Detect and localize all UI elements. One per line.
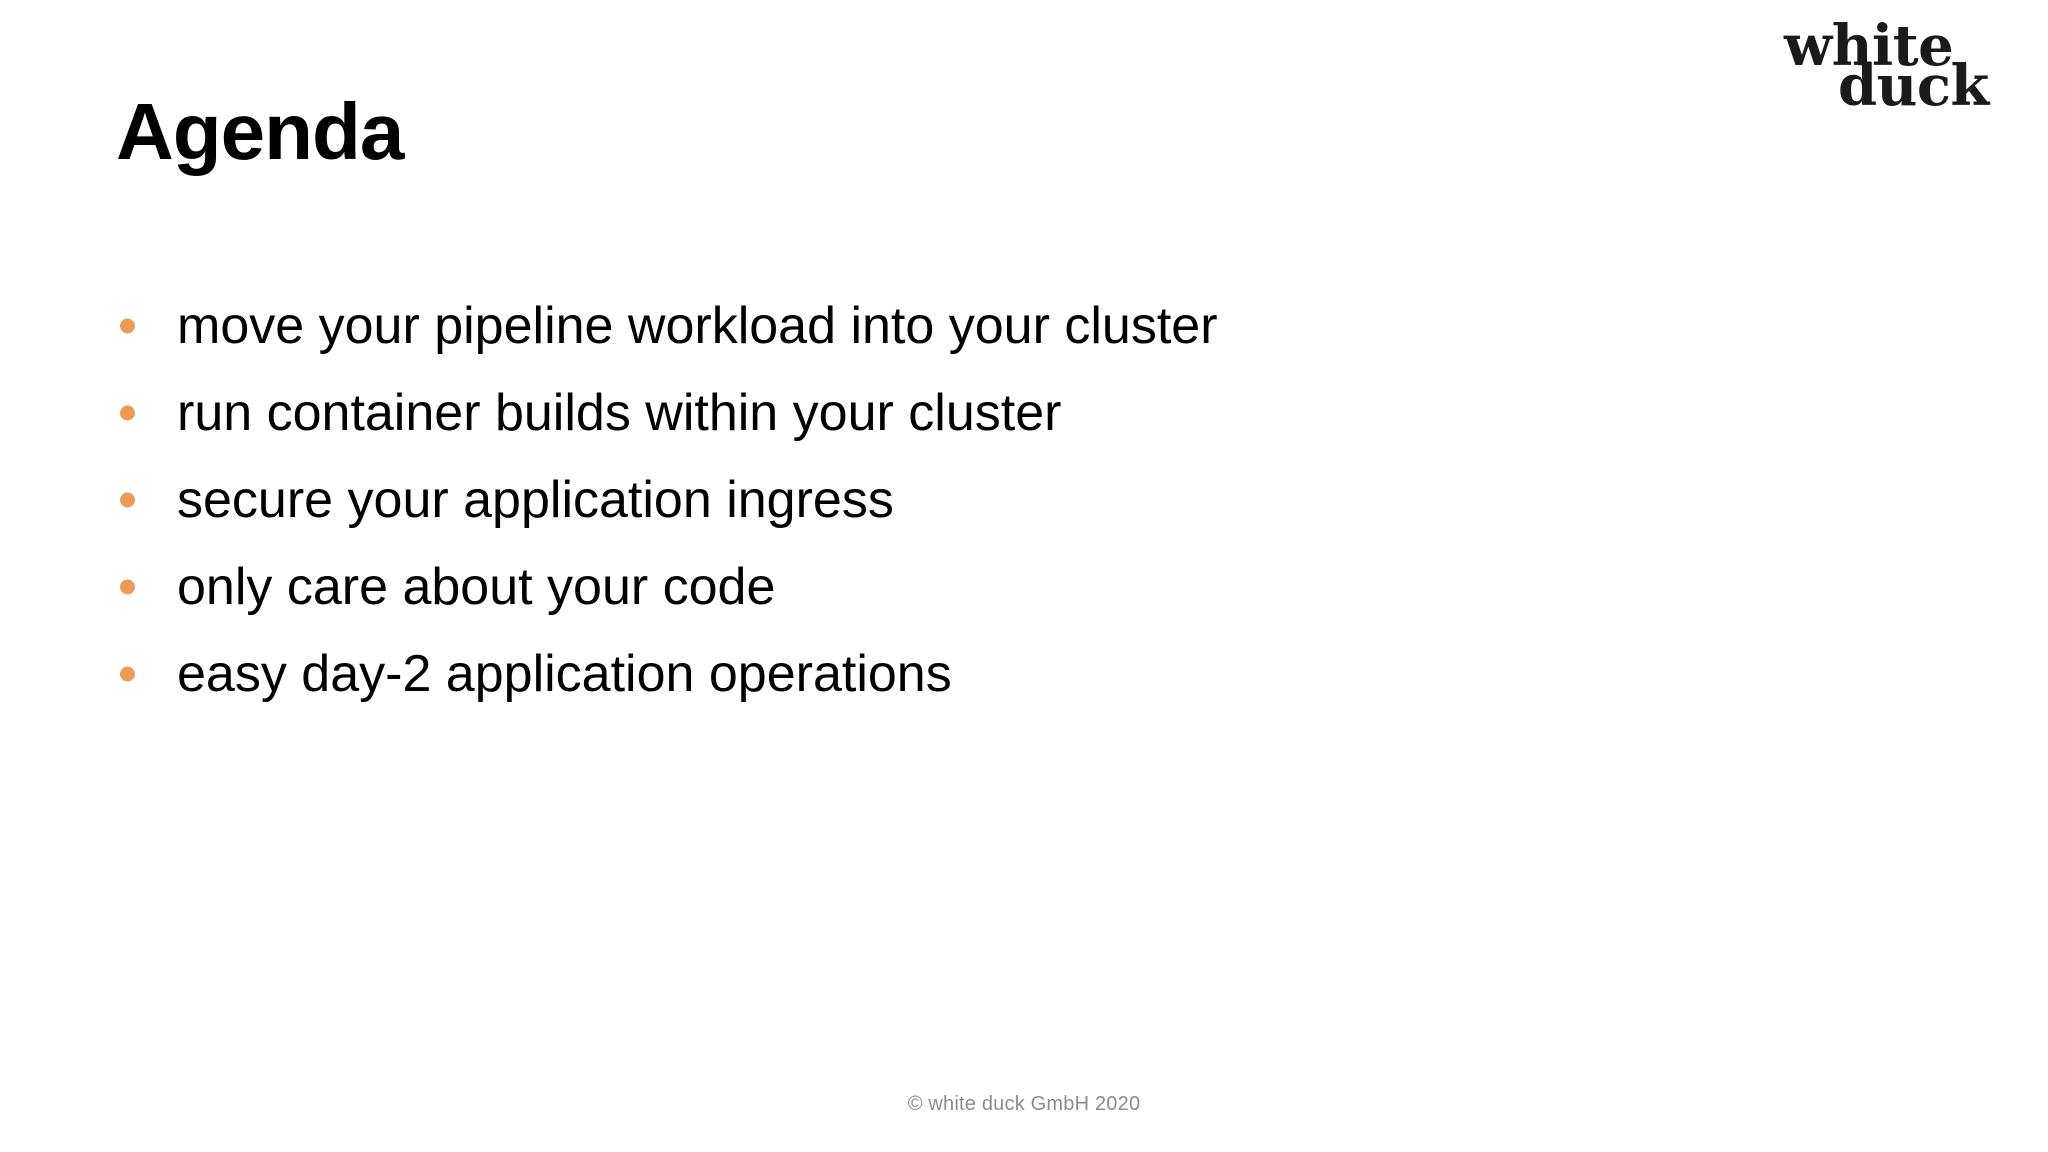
list-item: secure your application ingress — [116, 456, 1816, 543]
page-title: Agenda — [116, 87, 404, 176]
list-item: move your pipeline workload into your cl… — [116, 282, 1816, 369]
list-item: only care about your code — [116, 543, 1816, 630]
bullet-dot-icon — [120, 318, 135, 333]
list-item: run container builds within your cluster — [116, 369, 1816, 456]
logo-word-duck: duck — [1838, 53, 1989, 119]
logo-word-white: white — [1784, 13, 1954, 79]
list-item-label: only care about your code — [177, 557, 776, 616]
list-item-label: run container builds within your cluster — [177, 383, 1062, 442]
list-item-label: easy day-2 application operations — [177, 644, 952, 703]
list-item-label: secure your application ingress — [177, 470, 894, 529]
bullet-dot-icon — [120, 666, 135, 681]
bullet-dot-icon — [120, 492, 135, 507]
list-item-label: move your pipeline workload into your cl… — [177, 296, 1218, 355]
white-duck-logo: white duck — [1776, 18, 2026, 118]
agenda-list: move your pipeline workload into your cl… — [116, 282, 1816, 717]
list-item: easy day-2 application operations — [116, 630, 1816, 717]
bullet-dot-icon — [120, 579, 135, 594]
bullet-dot-icon — [120, 405, 135, 420]
copyright-footer: © white duck GmbH 2020 — [907, 1093, 1141, 1115]
